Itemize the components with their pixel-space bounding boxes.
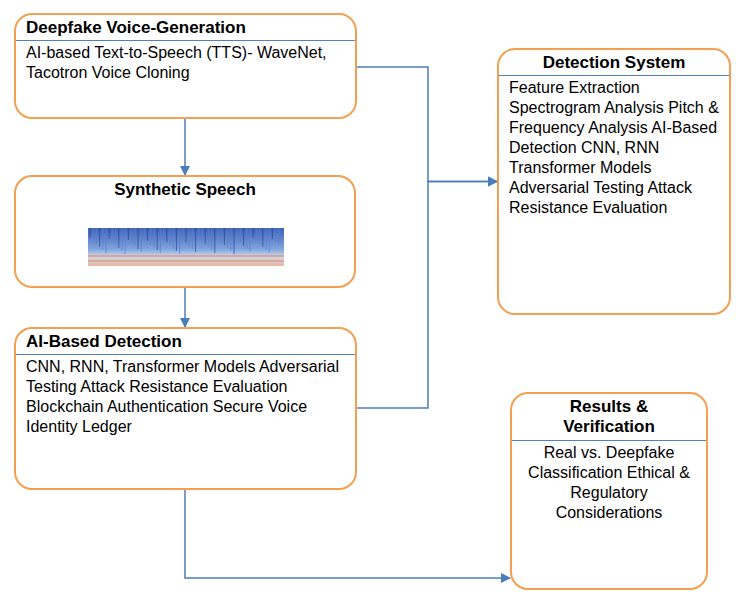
process-box: AI-Based DetectionCNN, RNN, Transformer … <box>14 327 357 490</box>
spectrogram-image <box>88 228 284 266</box>
process-box: Deepfake Voice-GenerationAI-based Text-t… <box>14 13 357 119</box>
process-box: Synthetic Speech <box>14 175 356 288</box>
flow-arrow <box>184 288 186 327</box>
process-box: Detection SystemFeature Extraction Spect… <box>497 48 731 315</box>
box-heading: Deepfake Voice-Generation <box>16 15 355 41</box>
box-body: AI-based Text-to-Speech (TTS)- WaveNet, … <box>16 41 355 87</box>
flow-arrow <box>185 490 510 578</box>
flow-arrow <box>357 67 497 182</box>
box-heading: Detection System <box>499 50 729 76</box>
box-heading: AI-Based Detection <box>16 329 355 355</box>
flow-arrow <box>357 182 497 409</box>
box-heading: Synthetic Speech <box>16 177 354 202</box>
flow-arrow <box>184 119 186 175</box>
box-body: CNN, RNN, Transformer Models Adversarial… <box>16 355 355 441</box>
process-box: Results & VerificationReal vs. Deepfake … <box>510 392 708 590</box>
box-heading: Results & Verification <box>512 394 706 441</box>
box-body: Feature Extraction Spectrogram Analysis … <box>499 76 729 222</box>
box-body: Real vs. Deepfake Classification Ethical… <box>512 441 706 527</box>
